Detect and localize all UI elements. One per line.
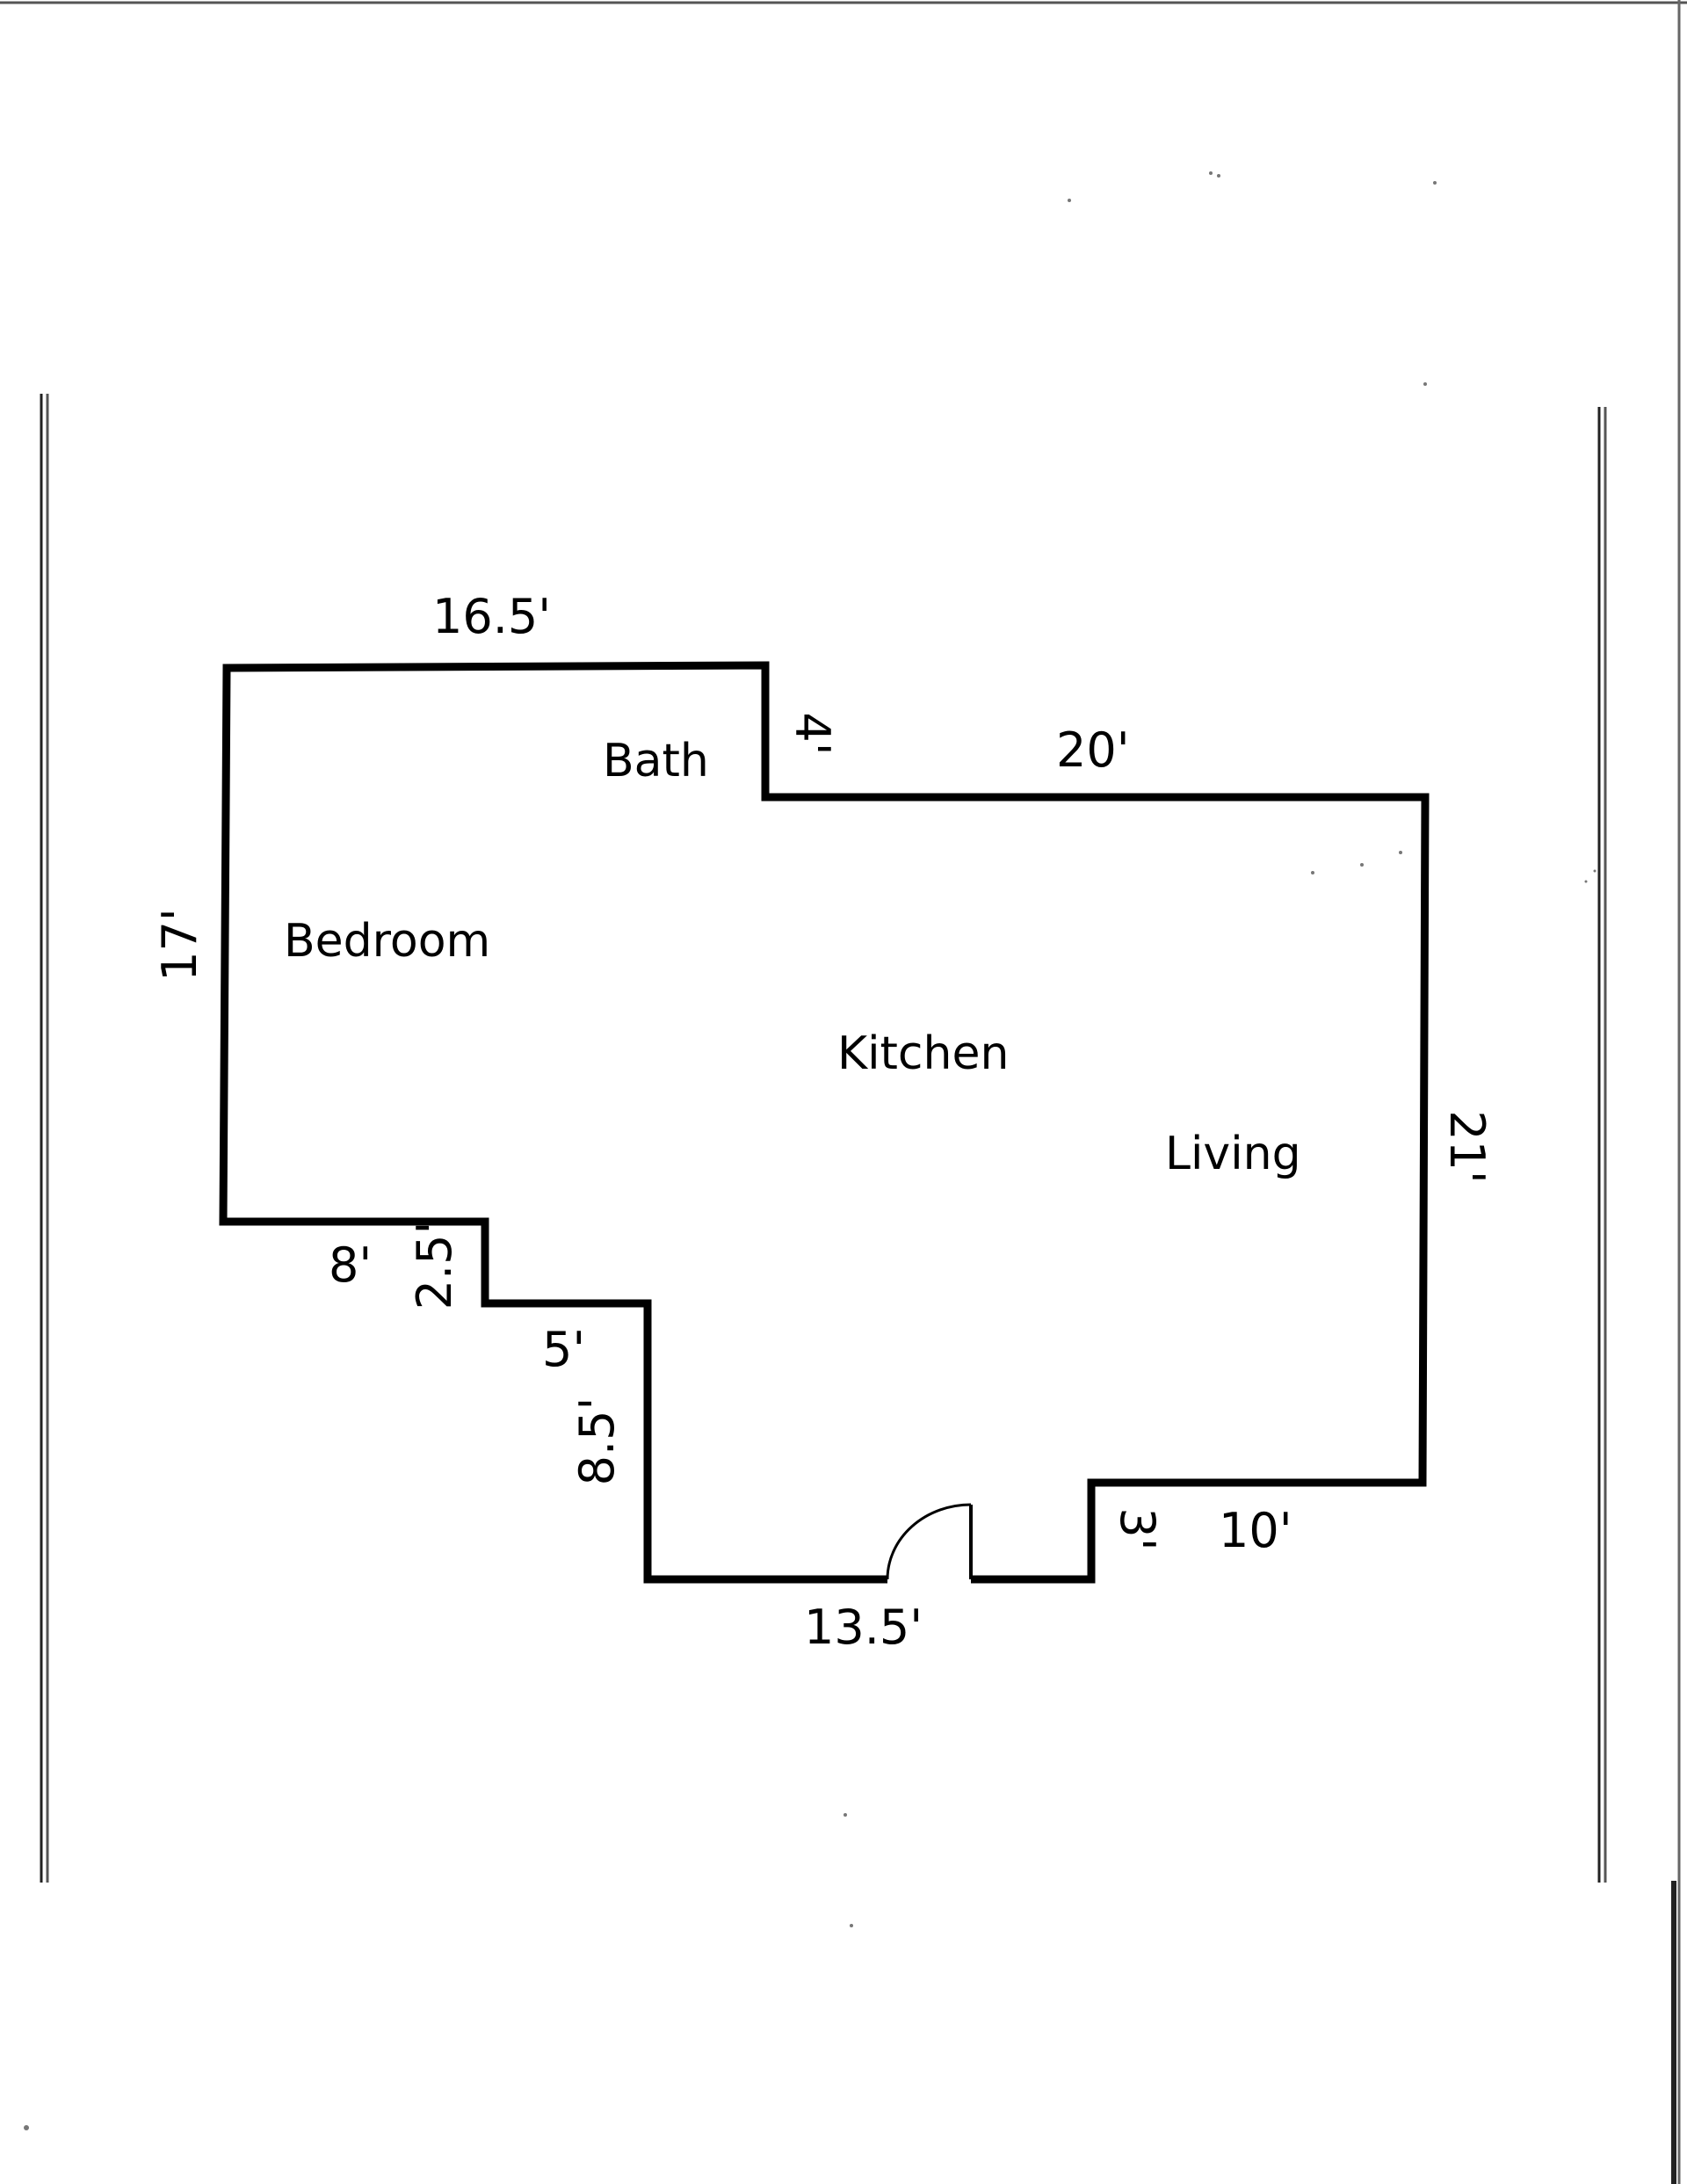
dimension-entry-wall: 13.5' — [804, 1600, 923, 1655]
dimension-top-kitchen-living: 20' — [1056, 722, 1130, 778]
room-label-bath: Bath — [603, 735, 709, 787]
scan-specks — [24, 171, 1596, 2130]
dimension-living-step: 3' — [1110, 1507, 1165, 1550]
right-margin-rule — [1597, 407, 1607, 1883]
dimension-lower-left-wall: 8.5' — [569, 1397, 625, 1486]
entry-door — [886, 1503, 973, 1580]
left-margin-rule — [40, 394, 49, 1883]
dimension-step-one: 2.5' — [407, 1222, 462, 1310]
dimension-right-wall: 21' — [1439, 1110, 1495, 1184]
dimension-bath-step: 4' — [785, 712, 840, 755]
exterior-wall-outline — [219, 661, 1430, 1584]
dimension-step-two: 5' — [542, 1322, 585, 1377]
dimension-living-bottom: 10' — [1219, 1503, 1292, 1558]
room-label-living: Living — [1165, 1128, 1301, 1180]
room-label-kitchen: Kitchen — [837, 1027, 1009, 1080]
dimension-bedroom-bottom: 8' — [329, 1237, 372, 1293]
dimension-top-bedroom-bath: 16.5' — [432, 589, 551, 644]
room-label-bedroom: Bedroom — [284, 915, 490, 968]
dimension-left-wall: 17' — [152, 908, 207, 982]
